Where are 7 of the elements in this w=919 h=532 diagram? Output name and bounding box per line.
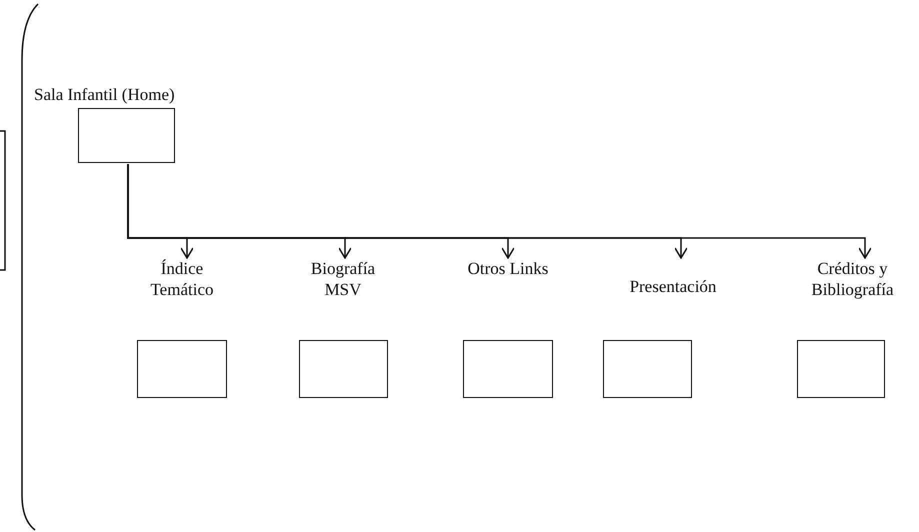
page-title: Otros Links <box>466 258 550 279</box>
page-title: Presentación <box>628 276 718 297</box>
arrow <box>127 164 872 259</box>
page-title: Sala Infantil (Home) <box>34 84 176 105</box>
page-title: Índice Temático <box>149 258 214 300</box>
page-title: Créditos y Bibliografía <box>810 258 895 300</box>
page-title: Biografía MSV <box>310 258 376 300</box>
